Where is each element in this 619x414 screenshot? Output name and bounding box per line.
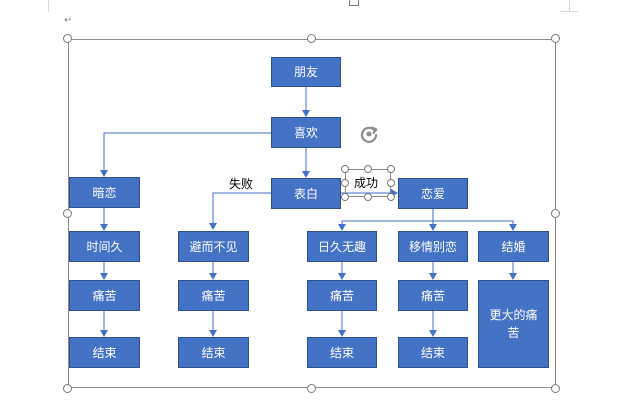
- paragraph-mark-icon: ↵: [64, 15, 73, 26]
- success-label[interactable]: 成功: [354, 176, 379, 190]
- arrow-like-crush: [100, 132, 271, 177]
- node-label: 痛苦: [92, 288, 117, 303]
- node-avoid[interactable]: 避而不见: [178, 231, 249, 262]
- node-label: 痛苦: [420, 288, 445, 303]
- node-change-heart[interactable]: 移情别恋: [398, 231, 468, 262]
- resize-handle-icon[interactable]: [387, 165, 395, 173]
- node-label: 结束: [420, 345, 445, 360]
- node-pain-avoid[interactable]: 痛苦: [178, 280, 249, 311]
- resize-handle-icon[interactable]: [551, 34, 560, 43]
- resize-handle-icon[interactable]: [551, 384, 560, 393]
- node-boredom[interactable]: 日久无趣: [307, 231, 377, 262]
- node-long-time[interactable]: 时间久: [69, 231, 140, 262]
- node-end-avoid[interactable]: 结束: [178, 337, 249, 368]
- page-edge-right: [569, 0, 570, 12]
- node-label: 喜欢: [293, 125, 318, 140]
- node-pain-crush[interactable]: 痛苦: [69, 280, 140, 311]
- node-pain-boredom[interactable]: 痛苦: [307, 280, 377, 311]
- page-top-handle[interactable]: [349, 0, 359, 6]
- resize-handle-icon[interactable]: [387, 179, 395, 187]
- resize-handle-icon[interactable]: [63, 34, 72, 43]
- node-end-crush[interactable]: 结束: [69, 337, 140, 368]
- resize-handle-icon[interactable]: [341, 179, 349, 187]
- node-greater-pain[interactable]: 更大的痛苦: [478, 280, 549, 368]
- node-label: 结束: [92, 345, 117, 360]
- fail-label[interactable]: 失败: [229, 177, 254, 191]
- resize-handle-icon[interactable]: [364, 165, 372, 173]
- node-label: 移情别恋: [408, 239, 457, 254]
- resize-handle-icon[interactable]: [63, 209, 72, 218]
- node-confess[interactable]: 表白: [271, 178, 341, 209]
- node-label: 恋爱: [420, 186, 445, 201]
- node-label: 避而不见: [189, 239, 238, 254]
- resize-handle-icon[interactable]: [341, 193, 349, 201]
- resize-handle-icon[interactable]: [307, 34, 316, 43]
- node-label: 痛苦: [329, 288, 354, 303]
- node-label: 日久无趣: [317, 239, 366, 254]
- node-label: 结束: [329, 345, 354, 360]
- node-label: 痛苦: [201, 288, 226, 303]
- node-friend[interactable]: 朋友: [271, 57, 341, 87]
- node-marry[interactable]: 结婚: [478, 231, 549, 262]
- resize-handle-icon[interactable]: [307, 384, 316, 393]
- resize-handle-icon[interactable]: [341, 165, 349, 173]
- resize-handle-icon[interactable]: [364, 193, 372, 201]
- page-edge-left: [48, 0, 49, 12]
- node-pain-change[interactable]: 痛苦: [398, 280, 468, 311]
- node-label: 时间久: [86, 239, 123, 254]
- node-label: 暗恋: [92, 185, 117, 200]
- resize-handle-icon[interactable]: [387, 193, 395, 201]
- arrow-love-marry: [433, 220, 517, 231]
- node-label: 结束: [201, 345, 226, 360]
- resize-handle-icon[interactable]: [63, 384, 72, 393]
- node-love[interactable]: 恋爱: [398, 178, 468, 209]
- node-label: 表白: [293, 186, 318, 201]
- node-crush[interactable]: 暗恋: [69, 177, 140, 208]
- arrow-confess-avoid: [209, 192, 271, 230]
- page-edge-top: [560, 11, 578, 12]
- resize-handle-icon[interactable]: [551, 209, 560, 218]
- arrow-love-branches: [338, 209, 434, 231]
- node-label: 朋友: [293, 65, 318, 79]
- node-like[interactable]: 喜欢: [271, 117, 341, 148]
- node-label: 结婚: [501, 239, 526, 254]
- node-end-boredom[interactable]: 结束: [307, 337, 377, 368]
- rotate-handle-icon[interactable]: [359, 124, 379, 144]
- node-label: 更大的痛苦: [489, 308, 538, 340]
- node-end-change[interactable]: 结束: [398, 337, 468, 368]
